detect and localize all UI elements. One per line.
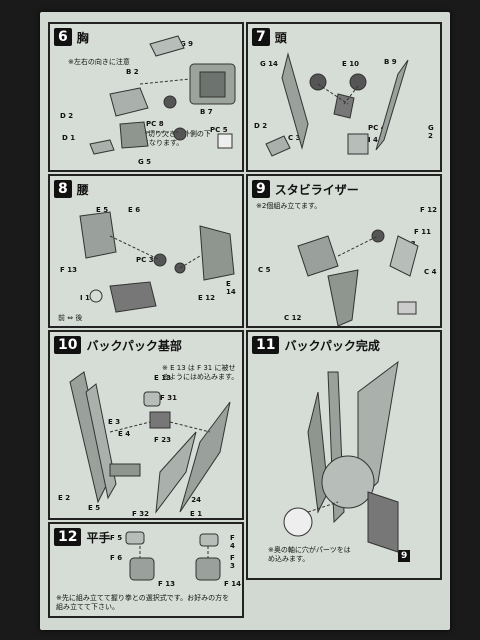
part-label: G 14: [260, 60, 278, 68]
part-label: E 10: [342, 60, 359, 68]
step-title: 頭: [274, 30, 287, 45]
part-label: F 12: [420, 206, 437, 214]
part-label: D 2: [60, 112, 74, 120]
selection-note: ※先に組み立てて握り拳との選択式です。お好みの方を組み立てて下さい。: [56, 594, 230, 611]
step-9-panel: 9 スタビライザー ※2個組み立てます。 F 12 F 11 PC 3 C 5 …: [246, 174, 442, 328]
step-11-panel: 11 バックパック完成 10 9 ※奥の軸に穴がパーツをはめ込みます。: [246, 330, 442, 580]
part-label: E 2: [58, 494, 71, 502]
step-title: 腰: [76, 182, 89, 197]
part-label: PC 5: [210, 126, 228, 134]
part-label: I 4: [368, 136, 378, 144]
part-label: F 6: [110, 554, 123, 562]
part-label: B 7: [200, 108, 213, 116]
step-number: 11: [252, 336, 280, 354]
step-header: 6 胸: [54, 28, 89, 46]
step-10-panel: 10 バックパック基部 ※ E 13 は F 31 に被せるようにはめ込みます。…: [48, 330, 244, 520]
step-8-panel: 8 腰 E 5 E 6 F 13 PC 3 E 12 E 14 I 1 前 ⇔ …: [48, 174, 244, 328]
part-label: D 2: [254, 122, 268, 130]
part-label: F 11: [414, 228, 431, 236]
chest-assembly-drawing: [89, 35, 236, 155]
part-label: C 5: [258, 266, 271, 274]
part-label: E 14: [226, 280, 236, 296]
part-label: G 5: [138, 158, 152, 166]
part-label: F 3: [230, 554, 235, 570]
step-12-panel: 12 平手 ※先に組み立てて握り拳との選択式です。お好みの方を組み立てて下さい。…: [48, 522, 244, 618]
step-header: 11 バックパック完成: [252, 336, 380, 354]
step-7-panel: 7 頭 G 14 E 10 B 9 G 2 I 4 PC 4 E 7 D 2 C…: [246, 22, 442, 172]
stabilizer-assembly-drawing: [297, 229, 419, 326]
step-title: 胸: [76, 30, 89, 45]
part-label: F 13: [60, 266, 77, 274]
part-label: E 6: [128, 206, 141, 214]
part-label: C 4: [424, 268, 437, 276]
part-label: F 31: [160, 394, 177, 402]
part-label: F 23: [154, 436, 171, 444]
part-label: F 32: [132, 510, 149, 518]
waist-assembly-drawing: [79, 211, 235, 313]
step-number: 9: [252, 180, 270, 198]
part-label: F 13: [158, 580, 175, 588]
part-label: B 2: [126, 68, 139, 76]
step-6-panel: 6 胸 ※左右の向きに注意 ※切り欠きが外側の下になります。 G 9 B 2 D…: [48, 22, 244, 172]
part-label: E 3: [108, 418, 121, 426]
step-title: バックパック基部: [86, 338, 182, 353]
front-back-legend: 前 ⇔ 後: [58, 314, 83, 322]
part-label: E 5: [96, 206, 109, 214]
shaft-note: ※奥の軸に穴がパーツをはめ込みます。: [268, 546, 351, 563]
part-label: F 4: [230, 534, 235, 550]
instruction-sheet: 6 胸 ※左右の向きに注意 ※切り欠きが外側の下になります。 G 9 B 2 D…: [40, 12, 450, 630]
backpack-complete-drawing: [283, 360, 399, 553]
back-label: 後: [75, 314, 83, 322]
part-label: I 1: [80, 294, 90, 302]
part-label: PC 8: [146, 120, 164, 128]
part-label: E 1: [190, 510, 203, 518]
part-label: E 13: [154, 374, 171, 382]
part-label: C 3: [288, 134, 301, 142]
backpack-base-drawing: [69, 371, 231, 514]
step-number: 6: [54, 28, 72, 46]
callout-step-9: 9: [398, 550, 411, 562]
open-hand-drawing: [125, 531, 221, 581]
part-label: F 5: [110, 534, 123, 542]
part-label: C 12: [284, 314, 302, 322]
step-header: 7 頭: [252, 28, 287, 46]
part-label: E 5: [88, 504, 101, 512]
part-label: F 14: [224, 580, 241, 588]
fit-note: ※ E 13 は F 31 に被せるようにはめ込みます。: [162, 364, 239, 381]
step-title: 平手: [86, 530, 111, 545]
part-label: PC 4: [368, 124, 386, 132]
step-number: 8: [54, 180, 72, 198]
orientation-note: ※左右の向きに注意: [68, 58, 130, 66]
step-title: スタビライザー: [274, 182, 359, 197]
part-label: G 9: [180, 40, 194, 48]
step-number: 7: [252, 28, 270, 46]
part-label: PC 3: [136, 256, 154, 264]
step-number: 12: [54, 528, 82, 546]
part-label: E 4: [118, 430, 131, 438]
part-label: E 12: [198, 294, 215, 302]
count-note: ※2個組み立てます。: [256, 202, 322, 210]
step-number: 10: [54, 336, 82, 354]
part-label: D 1: [62, 134, 76, 142]
step-title: バックパック完成: [284, 338, 380, 353]
step-header: 9 スタビライザー: [252, 180, 359, 198]
step-header: 10 バックパック基部: [54, 336, 182, 354]
step-header: 8 腰: [54, 180, 89, 198]
head-assembly-drawing: [265, 52, 409, 157]
part-label: G 2: [428, 124, 434, 140]
part-label: B 9: [384, 58, 397, 66]
step-header: 12 平手: [54, 528, 111, 546]
front-label: 前: [58, 314, 65, 322]
part-label: F 24: [184, 496, 201, 504]
